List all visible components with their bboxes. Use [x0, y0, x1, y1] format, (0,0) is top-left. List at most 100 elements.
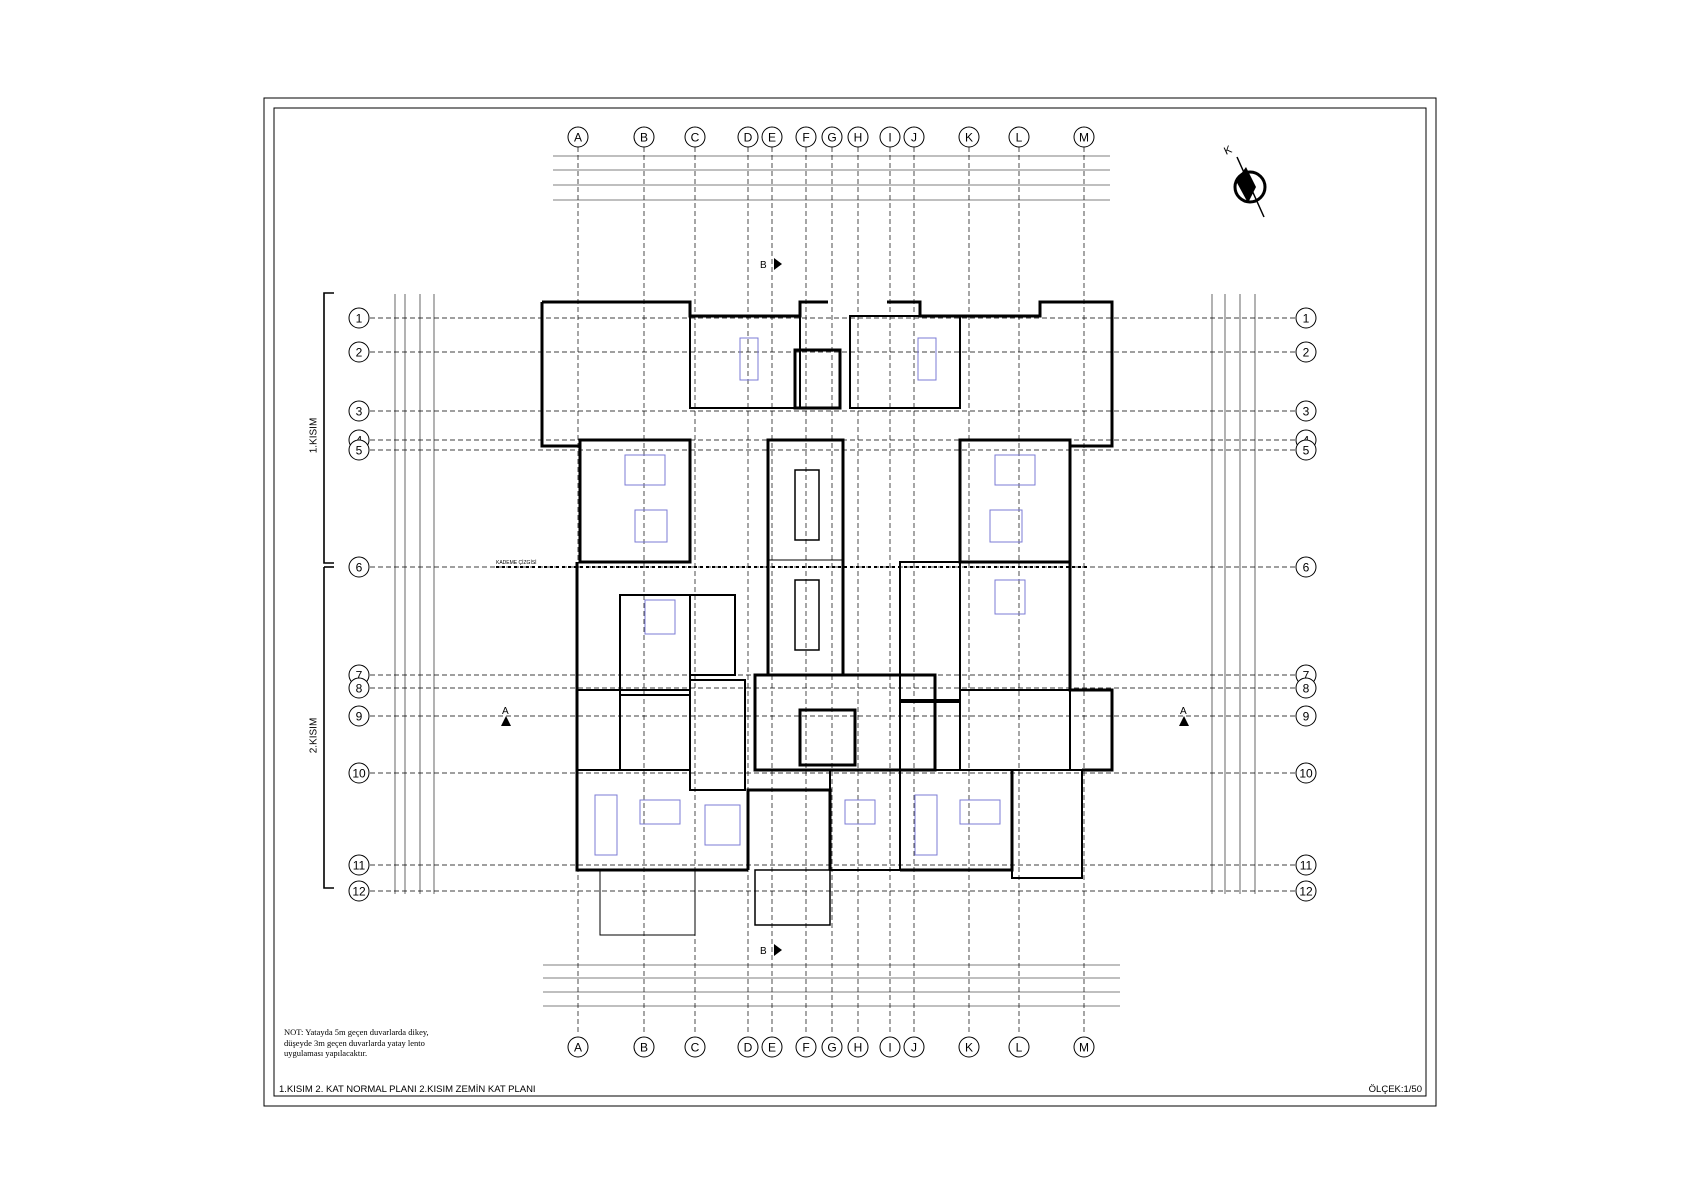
grid-bubbles: AABBCCDDEEFFGGHHIIJJKKLLMM11223344556677… — [348, 126, 1317, 1058]
grid-bubble-label: A — [574, 1041, 582, 1055]
grid-bubble-row: 6 — [1295, 556, 1317, 578]
grid-bubble-col: L — [1008, 126, 1030, 148]
grid-bubble-label: 5 — [356, 444, 363, 458]
grid-bubble-col: G — [821, 126, 843, 148]
grid-bubble-label: G — [827, 131, 836, 145]
grid-bubble-col: D — [737, 1036, 759, 1058]
section-marker-b-top: B — [760, 258, 782, 271]
grid-bubble-label: 6 — [356, 561, 363, 575]
grid-bubble-label: 7 — [1303, 669, 1310, 683]
grid-bubble-col: B — [633, 126, 655, 148]
grid-bubble-row: 2 — [348, 341, 370, 363]
grid-bubble-label: I — [888, 1041, 891, 1055]
grid-bubble-label: 2 — [356, 346, 363, 360]
outer-frame — [263, 97, 1437, 1107]
grid-bubble-row: 5 — [1295, 439, 1317, 461]
grid-bubble-col: G — [821, 1036, 843, 1058]
grid-bubble-label: J — [911, 1041, 917, 1055]
grid-bubble-row: 11 — [1295, 854, 1317, 876]
grid-bubble-row: 8 — [1295, 677, 1317, 699]
grid-bubble-label: J — [911, 131, 917, 145]
grid-bubble-label: K — [965, 1041, 973, 1055]
section-1-label: 1.KISIM — [308, 417, 320, 454]
grid-bubble-col: M — [1073, 126, 1095, 148]
grid-bubble-label: B — [640, 1041, 648, 1055]
grid-bubble-label: 10 — [1299, 767, 1313, 781]
grid-bubble-label: H — [854, 1041, 863, 1055]
grid-bubble-label: B — [640, 131, 648, 145]
section-marker-a-right: A — [1179, 706, 1189, 726]
grid-bubble-label: 9 — [356, 710, 363, 724]
building-walls — [540, 300, 1114, 936]
grid-bubble-row: 8 — [348, 677, 370, 699]
grid-bubble-col: H — [847, 126, 869, 148]
grid-bubble-col: C — [684, 126, 706, 148]
grid-bubble-label: K — [965, 131, 973, 145]
grid-bubble-label: 10 — [352, 767, 366, 781]
grid-bubble-row: 11 — [348, 854, 370, 876]
grid-bubble-col: K — [958, 1036, 980, 1058]
grid-bubble-row: 9 — [1295, 705, 1317, 727]
grid-bubble-label: C — [691, 1041, 700, 1055]
grid-bubble-label: 7 — [356, 669, 363, 683]
inner-frame — [273, 107, 1427, 1097]
grid-bubble-label: 3 — [1303, 405, 1310, 419]
grid-bubble-label: F — [802, 131, 809, 145]
grid-bubble-label: I — [888, 131, 891, 145]
grid-bubble-row: 6 — [348, 556, 370, 578]
section-marker-b-bottom: B — [760, 944, 782, 957]
section-brackets — [323, 292, 334, 889]
grid-bubble-label: M — [1079, 131, 1089, 145]
grid-bubble-row: 12 — [1295, 880, 1317, 902]
grid-bubble-col: E — [761, 1036, 783, 1058]
grid-bubble-col: L — [1008, 1036, 1030, 1058]
grid-bubble-label: 8 — [356, 682, 363, 696]
furniture — [594, 337, 1036, 856]
section-marker-label: B — [760, 260, 767, 271]
drawing-title: 1.KISIM 2. KAT NORMAL PLANI 2.KISIM ZEMİ… — [279, 1084, 536, 1095]
grid-bubble-col: D — [737, 126, 759, 148]
grid-bubble-col: H — [847, 1036, 869, 1058]
grid-bubble-label: 12 — [352, 885, 366, 899]
grid-bubble-row: 2 — [1295, 341, 1317, 363]
grid-bubble-row: 10 — [1295, 762, 1317, 784]
grid-lines — [370, 147, 1295, 1035]
grid-bubble-row: 1 — [348, 307, 370, 329]
grid-bubble-row: 9 — [348, 705, 370, 727]
grid-bubble-col: A — [567, 126, 589, 148]
grid-bubble-col: E — [761, 126, 783, 148]
grid-bubble-label: E — [768, 131, 776, 145]
grid-bubble-row: 5 — [348, 439, 370, 461]
grid-bubble-label: G — [827, 1041, 836, 1055]
dimension-lines — [394, 155, 1256, 1007]
grid-bubble-col: F — [795, 126, 817, 148]
section-marker-label: A — [502, 706, 509, 717]
drawing-note: NOT: Yatayda 5m geçen duvarlarda dikey, … — [284, 1027, 429, 1058]
grid-bubble-col: K — [958, 126, 980, 148]
grid-bubble-row: 3 — [348, 400, 370, 422]
grid-bubble-label: L — [1016, 1041, 1023, 1055]
kademe-label: KADEME ÇİZGİSİ — [496, 559, 537, 566]
grid-bubble-label: C — [691, 131, 700, 145]
north-arrow-icon: K — [1222, 143, 1267, 218]
grid-bubble-label: 9 — [1303, 710, 1310, 724]
drawing-scale: ÖLÇEK:1/50 — [1368, 1084, 1422, 1095]
grid-bubble-row: 1 — [1295, 307, 1317, 329]
section-marker-label: A — [1180, 706, 1187, 717]
grid-bubble-label: 5 — [1303, 444, 1310, 458]
grid-bubble-col: C — [684, 1036, 706, 1058]
grid-bubble-label: E — [768, 1041, 776, 1055]
grid-bubble-label: F — [802, 1041, 809, 1055]
grid-bubble-col: I — [879, 126, 901, 148]
section-2-label: 2.KISIM — [308, 717, 320, 754]
grid-bubble-label: 1 — [356, 312, 363, 326]
grid-bubble-label: M — [1079, 1041, 1089, 1055]
north-label: K — [1222, 143, 1234, 157]
grid-bubble-label: 6 — [1303, 561, 1310, 575]
grid-bubble-label: D — [744, 131, 753, 145]
grid-bubble-label: D — [744, 1041, 753, 1055]
grid-bubble-label: H — [854, 131, 863, 145]
grid-bubble-col: I — [879, 1036, 901, 1058]
grid-bubble-col: A — [567, 1036, 589, 1058]
